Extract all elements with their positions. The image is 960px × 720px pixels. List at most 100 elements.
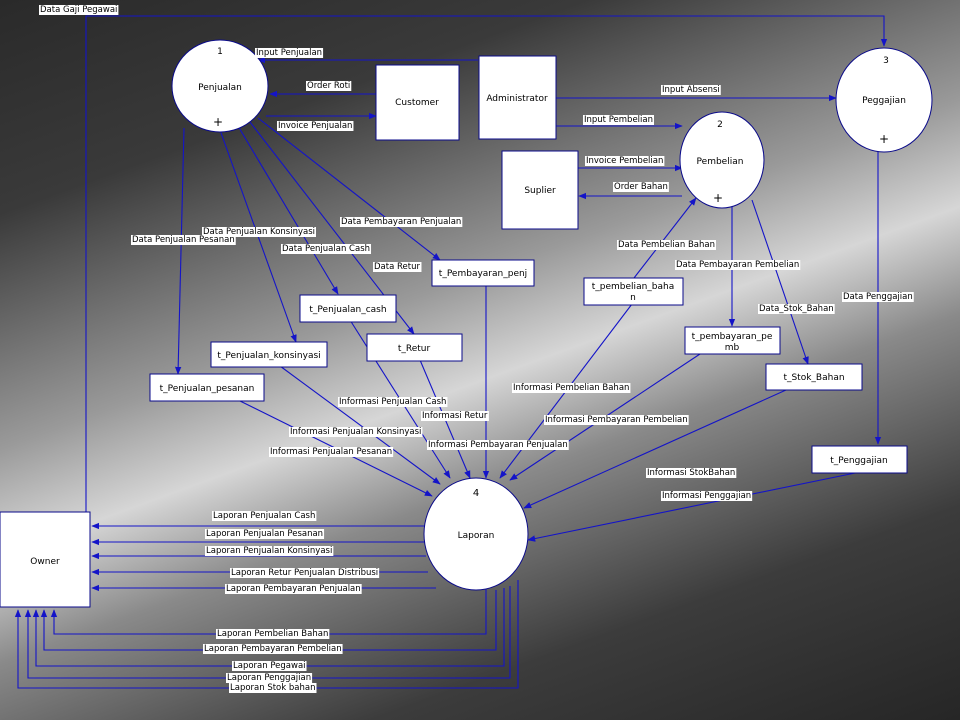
store-t-stok-bahan: t_Stok_Bahan: [765, 363, 863, 391]
store-t-penjualan-cash: t_Penjualan_cash: [299, 294, 397, 323]
process-number: 2: [717, 120, 723, 130]
process-label: Penjualan: [198, 83, 242, 93]
entity-label: Administrator: [486, 94, 548, 104]
flow-line-informasi-penjualan-konsinyasi: [279, 365, 441, 485]
store-label: t_Stok_Bahan: [783, 373, 844, 383]
flow-label-background: [202, 227, 316, 237]
flow-label-laporan-penggajian: Laporan Penggajian: [227, 673, 311, 683]
flow-label-background: [39, 5, 119, 15]
store-label: t_Pembayaran_penj: [439, 269, 527, 279]
flow-label-background: [277, 121, 354, 131]
process-number: 3: [883, 56, 889, 66]
flow-label-background: [229, 683, 317, 693]
plus-icon: +: [213, 115, 223, 129]
flow-label-data-penjualan-pesanan: Data Penjualan Pesanan: [132, 235, 235, 245]
flow-label-input-penjualan: Input Penjualan: [256, 48, 322, 58]
flow-label-background: [585, 156, 665, 166]
store-label: t_pembayaran_pe: [692, 332, 773, 342]
store-t-pembayaran-pemb: t_pembayaran_pe mb: [684, 326, 781, 355]
flow-label-order-roti: Order Roti: [307, 81, 350, 91]
entity-administrator: Administrator: [478, 55, 557, 140]
flow-label-background: [205, 546, 334, 556]
flow-label-informasi-pembelian-bahan: Informasi Pembelian Bahan: [513, 383, 629, 393]
flow-label-informasi-stok-bahan: Informasi StokBahan: [647, 468, 735, 478]
flow-label-input-absensi: Input Absensi: [662, 85, 720, 95]
flow-label-background: [212, 511, 317, 521]
store-label: t_pembelian_baha: [592, 282, 674, 292]
flow-label-laporan-penjualan-konsinyasi: Laporan Penjualan Konsinyasi: [206, 546, 332, 556]
flow-label-invoice-penjualan: Invoice Penjualan: [278, 121, 352, 131]
store-t-penjualan-pesanan: t_Penjualan_pesanan: [149, 373, 265, 402]
process-penjualan: 1 Penjualan +: [171, 39, 269, 133]
entity-owner: Owner: [0, 511, 91, 608]
process-number: 4: [473, 488, 479, 499]
entity-customer: Customer: [375, 64, 460, 141]
flow-label-background: [226, 673, 313, 683]
flow-line-data-pembelian-bahan: [633, 197, 697, 279]
process-label: Laporan: [458, 531, 495, 541]
flow-label-background: [661, 85, 721, 95]
flow-label-data-penggajian: Data Penggajian: [843, 292, 913, 302]
flow-label-background: [131, 235, 236, 245]
flow-label-informasi-penjualan-konsinyasi: Informasi Penjualan Konsinyasi: [290, 427, 421, 437]
flow-line-data-penjualan-cash: [237, 125, 339, 295]
flow-label-background: [338, 397, 448, 407]
store-t-pembelian-bahan: t_pembelian_baha n: [583, 277, 684, 306]
entity-label: Owner: [30, 557, 60, 567]
flow-label-background: [255, 48, 324, 58]
flow-line-data-pembayaran-penjualan: [257, 117, 441, 261]
flow-label-laporan-stok-bahan: Laporan Stok bahan: [230, 683, 315, 693]
flow-labels: Data Gaji Pegawai Input Penjualan Order …: [39, 5, 914, 693]
store-label: mb: [725, 343, 740, 353]
flow-label-data-penjualan-konsinyasi: Data Penjualan Konsinyasi: [203, 227, 315, 237]
flow-label-informasi-penggajian: Informasi Penggajian: [662, 491, 751, 501]
flow-line-laporan-pembelian-bahan: [50, 588, 487, 635]
flow-label-data-retur: Data Retur: [374, 262, 420, 272]
flow-label-data-gaji-pegawai: Data Gaji Pegawai: [40, 5, 117, 15]
flow-label-background: [661, 491, 753, 501]
flow-label-laporan-pembayaran-penjualan: Laporan Pembayaran Penjualan: [226, 584, 361, 594]
flow-label-laporan-pegawai: Laporan Pegawai: [233, 661, 306, 671]
flow-label-data-pembelian-bahan: Data Pembelian Bahan: [618, 240, 715, 250]
flow-label-background: [842, 292, 914, 302]
flow-label-data-penjualan-cash: Data Penjualan Cash: [282, 244, 370, 254]
plus-icon: +: [713, 191, 723, 205]
flow-label-informasi-pembayaran-penjualan: Informasi Pembayaran Penjualan: [428, 440, 568, 450]
flow-line-data-penjualan-pesanan: [174, 127, 185, 375]
flow-label-background: [373, 262, 422, 272]
flow-line-laporan-pembayaran-pembelian: [40, 590, 497, 651]
flow-label-order-bahan: Order Bahan: [614, 182, 668, 192]
flow-label-background: [544, 415, 689, 425]
process-peggajian: 3 Peggajian +: [835, 47, 933, 153]
flow-label-data-pembayaran-pembelian: Data Pembayaran Pembelian: [676, 260, 799, 270]
flow-label-background: [269, 447, 394, 457]
flow-label-background: [617, 240, 716, 250]
flow-label-background: [758, 304, 835, 314]
flow-label-background: [340, 217, 463, 227]
store-label: t_Penjualan_cash: [309, 305, 386, 315]
process-label: Peggajian: [862, 96, 906, 106]
flow-line-informasi-penggajian: [527, 471, 861, 542]
process-pembelian: 2 Pembelian +: [679, 111, 765, 209]
flow-label-background: [203, 644, 343, 654]
flow-label-background: [646, 468, 737, 478]
entity-label: Customer: [395, 98, 439, 108]
store-t-pembayaran-penj: t_Pembayaran_penj: [431, 259, 535, 287]
store-label: n: [630, 293, 636, 303]
flow-label-background: [281, 244, 372, 254]
flow-label-informasi-penjualan-pesanan: Informasi Penjualan Pesanan: [270, 447, 392, 457]
store-label: t_Penggajian: [830, 456, 888, 466]
flow-line-informasi-stok-bahan: [523, 389, 787, 509]
store-t-retur: t_Retur: [366, 333, 463, 362]
flow-label-background: [205, 529, 325, 539]
flow-label-informasi-penjualan-cash: Informasi Penjualan Cash: [339, 397, 446, 407]
flow-label-background: [421, 411, 489, 421]
flow-label-background: [675, 260, 801, 270]
flow-label-laporan-retur-penjualan-distribusi: Laporan Retur Penjualan Distribusi: [231, 568, 378, 578]
flow-label-background: [232, 661, 307, 671]
flow-label-background: [613, 182, 669, 192]
flow-label-informasi-pembayaran-pembelian: Informasi Pembayaran Pembelian: [545, 415, 688, 425]
entity-suplier: Suplier: [501, 150, 579, 230]
flow-label-invoice-pembelian: Invoice Pembelian: [586, 156, 663, 166]
